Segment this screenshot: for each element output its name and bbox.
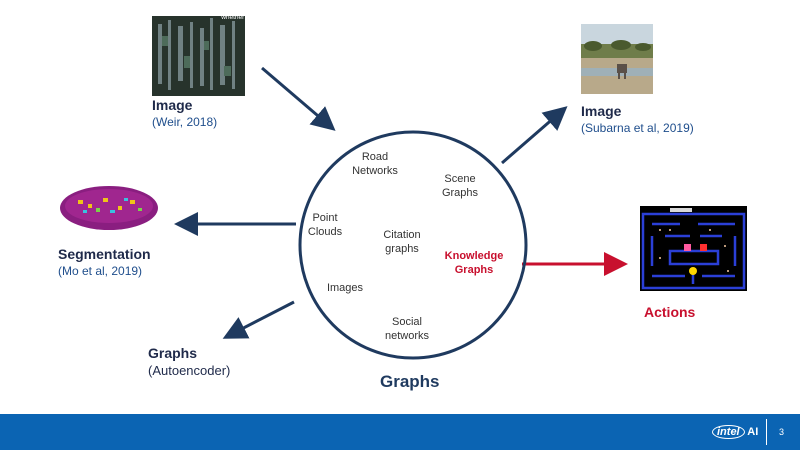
footer-disclaimer: Intel does not control or audit third-pa… [186, 4, 634, 31]
node-citation-graphs: Citation graphs [383, 229, 421, 255]
ai-logo-text: AI [747, 426, 759, 438]
node-road-networks: Road Networks [352, 151, 398, 177]
segmentation-title: Segmentation [58, 246, 151, 262]
autoencoder-title: Graphs [148, 345, 198, 361]
node-images: Images [326, 282, 364, 294]
actions-title: Actions [644, 304, 696, 320]
arrow-image-to-graphs [261, 66, 336, 131]
top-right-title: Image [581, 103, 622, 119]
footer-separator [766, 419, 767, 445]
page-number: 3 [779, 427, 785, 437]
node-scene-graphs: Scene Graphs [441, 173, 479, 199]
graphs-circle [298, 130, 528, 360]
subarna-image-thumbnail [581, 24, 653, 94]
arrow-graphs-to-image [501, 106, 568, 165]
segmentation-citation: (Mo et al, 2019) [58, 264, 143, 278]
intel-ai-logo: intel AI [712, 425, 758, 439]
center-title: Graphs [380, 372, 440, 391]
intel-logo-text: intel [712, 425, 745, 439]
footer-bar [0, 414, 800, 450]
node-point-clouds: Point Clouds [307, 212, 343, 238]
weir-image-thumbnail [152, 16, 245, 96]
node-social-networks: Social networks [384, 316, 430, 342]
segmentation-thumbnail [58, 180, 160, 236]
node-knowledge-graphs: Knowledge Graphs [444, 250, 504, 276]
top-left-title: Image [152, 97, 193, 113]
arrow-graphs-to-autoencoder [222, 300, 295, 339]
top-right-citation: (Subarna et al, 2019) [581, 121, 694, 135]
top-left-citation: (Weir, 2018) [152, 115, 218, 129]
autoencoder-subtitle: (Autoencoder) [148, 363, 231, 378]
pacman-game-thumbnail [640, 206, 747, 291]
